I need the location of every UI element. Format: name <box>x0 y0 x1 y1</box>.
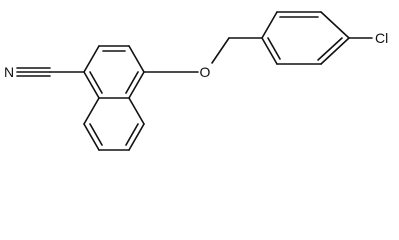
phenyl-bond-4-double <box>317 37 343 61</box>
naphthalene-lower-ring <box>83 97 145 151</box>
bond-c4-c4a-double <box>125 71 139 94</box>
bond-c5-c4a <box>128 97 145 125</box>
bond-c6-c5-double <box>125 123 139 146</box>
chlorine-atom-label: Cl <box>375 30 388 46</box>
bond-c8a-c1-double <box>89 71 103 94</box>
bond-c6-c5 <box>128 123 145 151</box>
chemical-structure-diagram: N O Cl <box>4 11 388 151</box>
phenyl-bond-3 <box>320 11 350 39</box>
bond-c8a-c8 <box>83 97 100 125</box>
nitrogen-atom-label: N <box>4 64 14 80</box>
bond-c8-c7 <box>83 123 100 151</box>
phenyl-bond-1 <box>261 11 278 39</box>
naphthalene-upper-ring <box>83 45 145 99</box>
nitrile-group <box>16 67 85 77</box>
phenyl-bond-6 <box>261 37 278 65</box>
phenyl-bond-6-double <box>267 37 281 60</box>
bond-c8-c7-double <box>89 123 103 146</box>
phenyl-bond-4 <box>320 37 350 65</box>
bond-oxygen-ch2 <box>211 37 230 64</box>
ether-linkage <box>143 37 263 73</box>
chlorophenyl-ring <box>261 11 373 65</box>
bond-c3-c4 <box>128 45 145 73</box>
bond-c1-c2 <box>83 45 100 73</box>
oxygen-atom-label: O <box>200 64 211 80</box>
bond-c8a-c1 <box>83 71 100 99</box>
bond-c4-c4a <box>128 71 145 99</box>
